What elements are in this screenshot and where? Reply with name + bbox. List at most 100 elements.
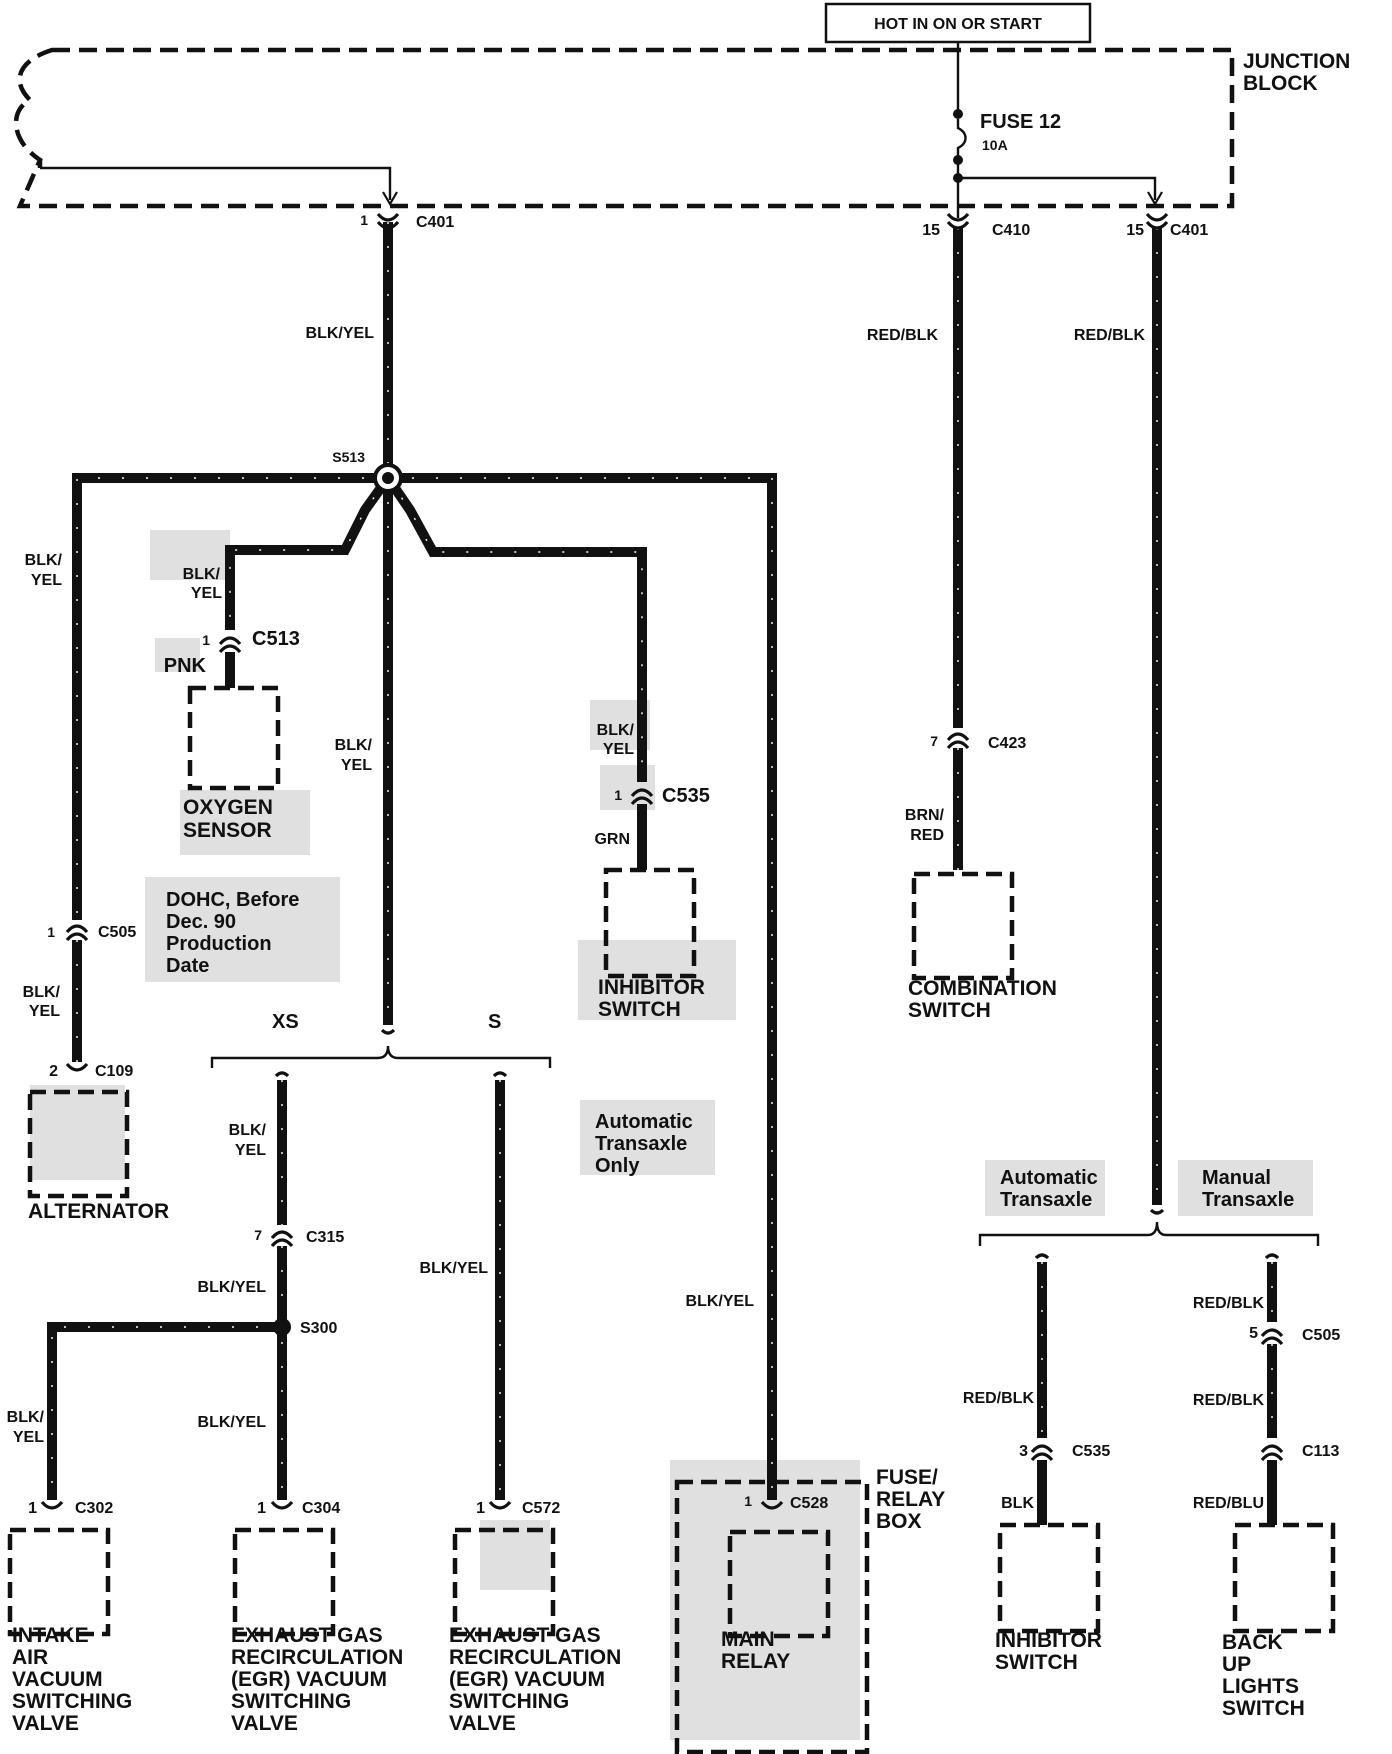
svg-text:Date: Date xyxy=(166,955,209,977)
label-fuse-relay-box: FUSE/ RELAY BOX xyxy=(876,1466,945,1533)
note-manual-transaxle: Manual Transaxle xyxy=(1202,1167,1294,1211)
svg-text:COMBINATION: COMBINATION xyxy=(908,977,1057,1000)
svg-text:YEL: YEL xyxy=(13,1429,44,1446)
wire-oxygen-sensor xyxy=(225,475,393,688)
option-s: S xyxy=(488,1011,501,1033)
svg-text:RED/BLK: RED/BLK xyxy=(1193,1392,1265,1409)
intake-valve-box xyxy=(7,1527,111,1637)
note-automatic-transaxle: Automatic Transaxle xyxy=(1000,1167,1098,1211)
svg-text:YEL: YEL xyxy=(603,741,634,758)
svg-text:S513: S513 xyxy=(332,449,365,465)
svg-text:SWITCH: SWITCH xyxy=(1222,1697,1305,1720)
svg-text:Transaxle: Transaxle xyxy=(595,1133,687,1155)
svg-text:RECIRCULATION: RECIRCULATION xyxy=(449,1646,621,1669)
splice-s300: S300 xyxy=(273,1318,337,1337)
oxygen-sensor-box xyxy=(187,685,281,791)
svg-text:C315: C315 xyxy=(306,1229,344,1246)
svg-text:C410: C410 xyxy=(992,222,1030,239)
svg-text:C423: C423 xyxy=(988,735,1026,752)
svg-text:BLK/YEL: BLK/YEL xyxy=(306,325,375,342)
svg-text:MAIN: MAIN xyxy=(721,1628,775,1651)
label-intake-valve: INTAKE AIR VACUUM SWITCHING VALVE xyxy=(12,1624,132,1735)
svg-text:7: 7 xyxy=(254,1227,262,1243)
svg-text:INHIBITOR: INHIBITOR xyxy=(598,976,705,999)
svg-text:RELAY: RELAY xyxy=(876,1488,945,1511)
svg-text:SENSOR: SENSOR xyxy=(183,819,272,842)
svg-text:SWITCH: SWITCH xyxy=(908,999,991,1022)
svg-text:C109: C109 xyxy=(95,1063,133,1080)
bracket-transaxle xyxy=(978,1208,1320,1260)
svg-text:PNK: PNK xyxy=(164,655,207,677)
label-backup-lights-switch: BACK UP LIGHTS SWITCH xyxy=(1222,1631,1305,1720)
power-source: HOT IN ON OR START xyxy=(824,2,1092,110)
svg-text:RELAY: RELAY xyxy=(721,1650,790,1673)
svg-text:RED/BLK: RED/BLK xyxy=(1193,1295,1265,1312)
svg-text:BLK/: BLK/ xyxy=(597,722,635,739)
label-main-relay: MAIN RELAY xyxy=(721,1628,790,1673)
svg-text:2: 2 xyxy=(49,1063,58,1080)
note-auto-only: Automatic Transaxle Only xyxy=(595,1111,693,1177)
svg-text:C304: C304 xyxy=(302,1500,340,1517)
svg-text:Production: Production xyxy=(166,933,272,955)
svg-text:BLK/: BLK/ xyxy=(25,552,63,569)
svg-text:BLK/: BLK/ xyxy=(23,984,61,1001)
svg-text:INHIBITOR: INHIBITOR xyxy=(995,1629,1102,1652)
svg-text:YEL: YEL xyxy=(29,1003,60,1020)
svg-text:RED/BLK: RED/BLK xyxy=(1074,327,1146,344)
label-egr-valve-xs: EXHAUST GAS RECIRCULATION (EGR) VACUUM S… xyxy=(231,1624,403,1735)
svg-text:C528: C528 xyxy=(790,1495,828,1512)
connector-symbols xyxy=(40,212,1284,1510)
svg-text:C535: C535 xyxy=(1072,1443,1110,1460)
backup-lights-switch-box xyxy=(1232,1522,1336,1634)
wire-xs-branch xyxy=(47,1080,287,1500)
label-alternator: ALTERNATOR xyxy=(28,1200,169,1223)
svg-text:1: 1 xyxy=(47,924,55,940)
label-oxygen-sensor: OXYGEN SENSOR xyxy=(183,796,273,842)
splice-s513: S513 xyxy=(332,449,403,493)
wire-bus-right xyxy=(388,473,777,1500)
svg-text:Automatic: Automatic xyxy=(595,1111,693,1133)
bracket-xs-s xyxy=(210,1028,552,1078)
svg-text:RECIRCULATION: RECIRCULATION xyxy=(231,1646,403,1669)
svg-text:BLK: BLK xyxy=(1001,1495,1034,1512)
svg-text:EXHAUST GAS: EXHAUST GAS xyxy=(449,1624,601,1647)
alternator-box xyxy=(27,1089,130,1199)
label-inhibitor-switch-bottom: INHIBITOR SWITCH xyxy=(995,1629,1102,1674)
svg-text:OXYGEN: OXYGEN xyxy=(183,796,273,819)
svg-text:3: 3 xyxy=(1019,1443,1028,1460)
svg-text:BLK/: BLK/ xyxy=(229,1122,267,1139)
svg-text:BLK/YEL: BLK/YEL xyxy=(198,1279,267,1296)
svg-text:(EGR) VACUUM: (EGR) VACUUM xyxy=(449,1668,605,1691)
svg-text:C572: C572 xyxy=(522,1500,560,1517)
fuse-relay-box xyxy=(674,1479,870,1754)
svg-text:7: 7 xyxy=(930,733,938,749)
svg-text:BLK/: BLK/ xyxy=(7,1409,45,1426)
svg-text:1: 1 xyxy=(614,787,622,803)
svg-text:Transaxle: Transaxle xyxy=(1202,1189,1294,1211)
svg-text:YEL: YEL xyxy=(191,585,222,602)
svg-text:LIGHTS: LIGHTS xyxy=(1222,1675,1299,1698)
fuse-rating: 10A xyxy=(982,137,1008,153)
svg-text:DOHC, Before: DOHC, Before xyxy=(166,889,299,911)
svg-text:1: 1 xyxy=(744,1493,752,1509)
wire-bus-left xyxy=(72,473,388,920)
svg-text:YEL: YEL xyxy=(31,572,62,589)
svg-text:Only: Only xyxy=(595,1155,640,1177)
main-relay-box xyxy=(727,1529,831,1639)
svg-text:C302: C302 xyxy=(75,1500,113,1517)
svg-text:BACK: BACK xyxy=(1222,1631,1283,1654)
svg-text:GRN: GRN xyxy=(594,831,630,848)
svg-text:VALVE: VALVE xyxy=(12,1712,79,1735)
svg-text:BOX: BOX xyxy=(876,1510,922,1533)
svg-text:Manual: Manual xyxy=(1202,1167,1271,1189)
svg-text:C401: C401 xyxy=(1170,222,1208,239)
svg-text:BLK/YEL: BLK/YEL xyxy=(420,1260,489,1277)
svg-text:C401: C401 xyxy=(416,214,454,231)
note-dohc: DOHC, Before Dec. 90 Production Date xyxy=(166,889,299,977)
svg-text:BRN/: BRN/ xyxy=(905,807,945,824)
svg-text:INTAKE: INTAKE xyxy=(12,1624,89,1647)
svg-text:SWITCHING: SWITCHING xyxy=(449,1690,569,1713)
svg-text:RED/BLK: RED/BLK xyxy=(867,327,939,344)
svg-text:SWITCH: SWITCH xyxy=(995,1651,1078,1674)
